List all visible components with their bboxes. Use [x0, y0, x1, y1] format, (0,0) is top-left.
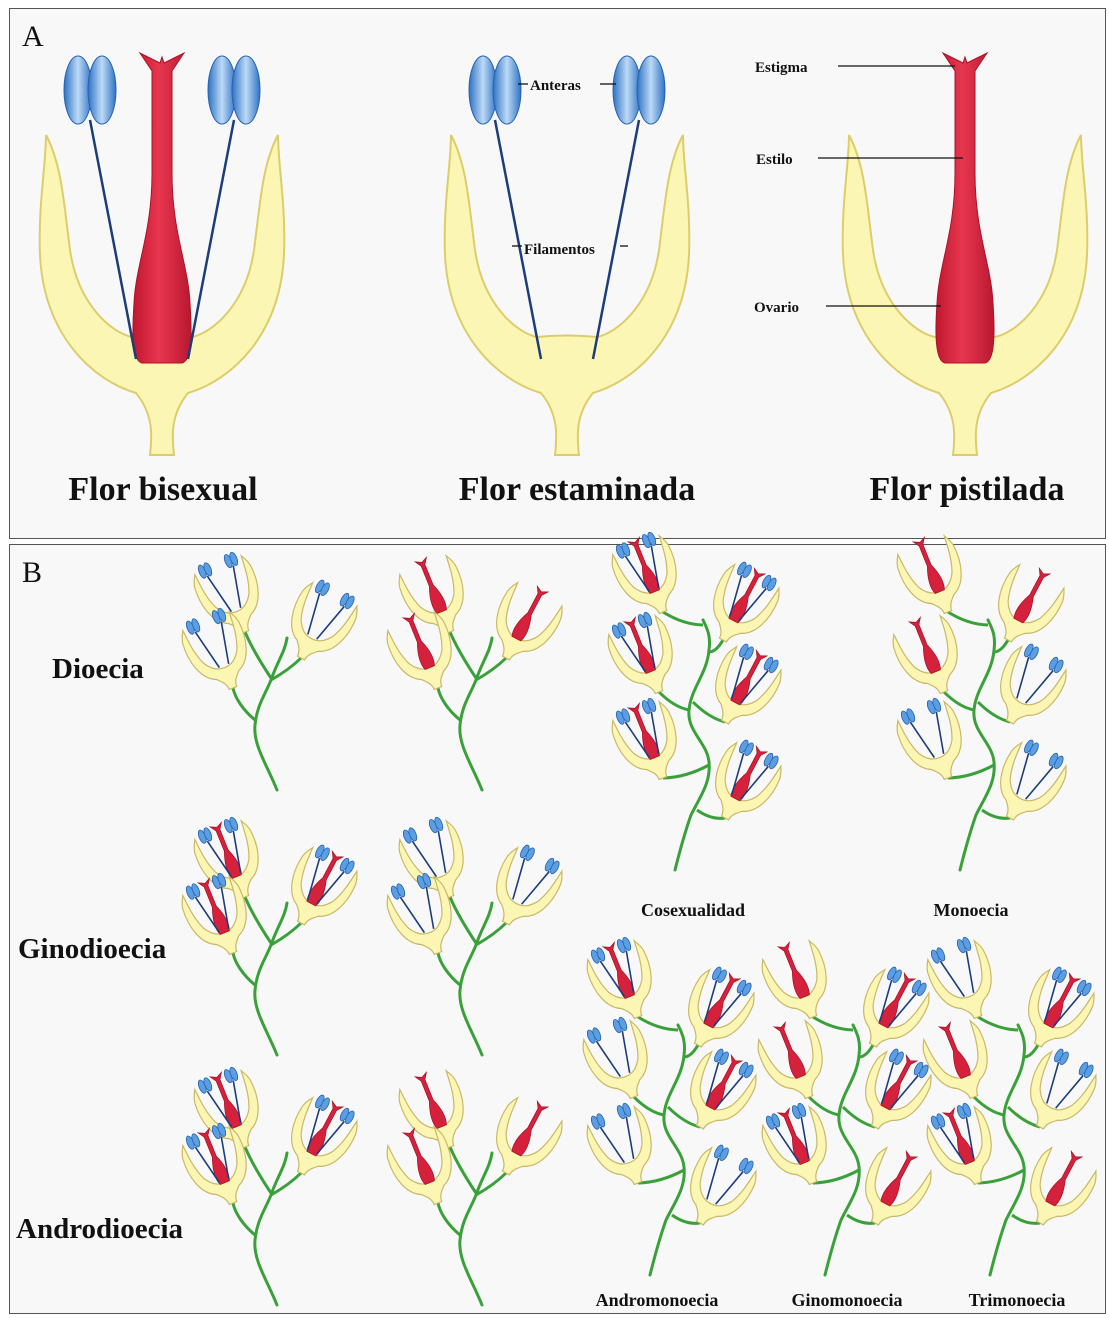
label-estilo: Estilo: [756, 152, 793, 168]
row-label-ginodioecia: Ginodioecia: [18, 933, 167, 965]
flower-title-staminate: Flor estaminada: [459, 471, 695, 508]
row-label-dioecia: Dioecia: [52, 653, 144, 685]
label-anteras: Anteras: [530, 78, 581, 94]
label-filamentos: Filamentos: [524, 242, 595, 258]
col-label-trimonoecia: Trimonoecia: [969, 1290, 1066, 1310]
flower-title-pistillate: Flor pistilada: [870, 471, 1065, 508]
flower-title-bisexual: Flor bisexual: [68, 471, 257, 508]
panel-b-label: B: [22, 556, 42, 589]
label-ovario: Ovario: [754, 300, 799, 316]
col-label-monoecia: Monoecia: [934, 900, 1009, 920]
label-estigma: Estigma: [755, 60, 808, 76]
col-label-andromonoecia: Andromonoecia: [596, 1290, 719, 1310]
col-label-ginomonoecia: Ginomonoecia: [792, 1290, 903, 1310]
row-label-androdioecia: Androdioecia: [16, 1213, 184, 1245]
col-label-cosexualidad: Cosexualidad: [641, 900, 745, 920]
panel-a-label: A: [22, 20, 44, 53]
